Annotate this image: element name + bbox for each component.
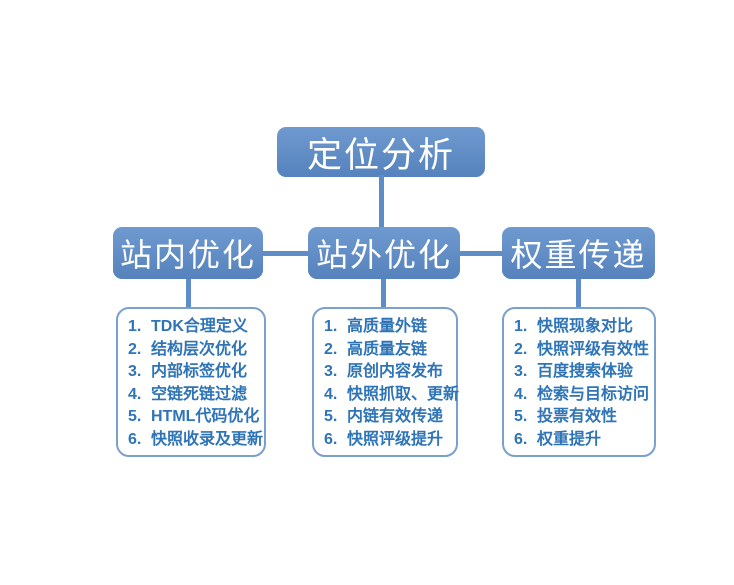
item-text: TDK合理定义 — [151, 318, 248, 335]
item-text: 快照评级有效性 — [537, 340, 650, 358]
list-item: 4. 快照抓取、更新 — [324, 384, 459, 406]
item-text: HTML代码优化 — [151, 408, 260, 426]
branch-node-label: 权重传递 — [510, 237, 647, 273]
list-box-onsite-optimization: 1. TDK合理定义 2. 结构层次优化 3. 内部标签优化 4. 空链死链过滤… — [116, 307, 266, 457]
item-text: 高质量友链 — [347, 340, 428, 358]
list-item: 1. 高质量外链 — [324, 316, 452, 338]
list-item: 6. 快照评级提升 — [324, 429, 452, 451]
branch-node-offsite-optimization: 站外优化 — [308, 227, 460, 279]
item-number: 6. — [128, 430, 142, 448]
list-item: 2. 快照评级有效性 — [514, 339, 650, 361]
item-number: 1. — [514, 318, 528, 335]
connector-weight-to-list — [576, 277, 581, 309]
list-item: 5. 投票有效性 — [514, 406, 650, 428]
branch-node-label: 站外优化 — [315, 237, 452, 273]
list-item: 2. 高质量友链 — [324, 339, 452, 361]
connector-offsite-to-list — [381, 277, 386, 309]
item-number: 3. — [128, 363, 142, 381]
item-number: 3. — [324, 363, 338, 381]
item-number: 3. — [514, 363, 528, 381]
item-text: 快照收录及更新 — [151, 430, 264, 448]
list-item: 2. 结构层次优化 — [128, 339, 260, 361]
item-text: 高质量外链 — [347, 318, 428, 335]
list-item: 3. 原创内容发布 — [324, 361, 452, 383]
item-text: 内链有效传递 — [347, 408, 444, 426]
list-item: 6. 权重提升 — [514, 429, 650, 451]
root-node-label: 定位分析 — [306, 135, 455, 175]
item-number: 2. — [324, 340, 338, 358]
item-number: 5. — [324, 408, 338, 426]
item-number: 4. — [324, 385, 338, 403]
item-number: 5. — [514, 408, 528, 426]
item-number: 4. — [128, 385, 142, 403]
item-text: 快照现象对比 — [537, 318, 634, 335]
item-text: 内部标签优化 — [151, 363, 248, 381]
list-item: 4. 空链死链过滤 — [128, 384, 260, 406]
root-node-positioning-analysis: 定位分析 — [277, 127, 485, 177]
list-box-weight-transfer: 1. 快照现象对比 2. 快照评级有效性 3. 百度搜索体验 4. 检索与目标访… — [502, 307, 656, 457]
connector-offsite-to-weight — [455, 251, 507, 256]
item-number: 6. — [324, 430, 338, 448]
item-text: 检索与目标访问 — [537, 385, 650, 403]
connector-onsite-to-offsite — [258, 251, 314, 256]
list-item: 1. TDK合理定义 — [128, 316, 260, 338]
item-text: 原创内容发布 — [347, 363, 444, 381]
list-item: 1. 快照现象对比 — [514, 316, 650, 338]
item-number: 1. — [128, 318, 142, 335]
list-item: 3. 内部标签优化 — [128, 361, 260, 383]
list-box-offsite-optimization: 1. 高质量外链 2. 高质量友链 3. 原创内容发布 4. 快照抓取、更新 5… — [312, 307, 459, 457]
list-item: 3. 百度搜索体验 — [514, 361, 650, 383]
item-text: 投票有效性 — [537, 408, 618, 426]
item-number: 2. — [128, 340, 142, 358]
connector-onsite-to-list — [186, 277, 191, 309]
list-item: 5. 内链有效传递 — [324, 406, 452, 428]
item-text: 百度搜索体验 — [537, 363, 634, 381]
item-number: 6. — [514, 430, 528, 448]
item-number: 4. — [514, 385, 528, 403]
branch-node-label: 站内优化 — [119, 237, 256, 273]
item-number: 2. — [514, 340, 528, 358]
item-number: 1. — [324, 318, 338, 335]
item-number: 5. — [128, 408, 142, 426]
item-text: 结构层次优化 — [151, 340, 248, 358]
branch-node-onsite-optimization: 站内优化 — [113, 227, 263, 279]
item-text: 快照评级提升 — [347, 430, 444, 448]
connector-root-to-offsite — [379, 175, 384, 229]
list-item: 5. HTML代码优化 — [128, 406, 260, 428]
list-item: 6. 快照收录及更新 — [128, 429, 264, 451]
list-item: 4. 检索与目标访问 — [514, 384, 650, 406]
item-text: 权重提升 — [537, 430, 602, 448]
branch-node-weight-transfer: 权重传递 — [502, 227, 655, 279]
item-text: 快照抓取、更新 — [347, 385, 460, 403]
item-text: 空链死链过滤 — [151, 385, 248, 403]
